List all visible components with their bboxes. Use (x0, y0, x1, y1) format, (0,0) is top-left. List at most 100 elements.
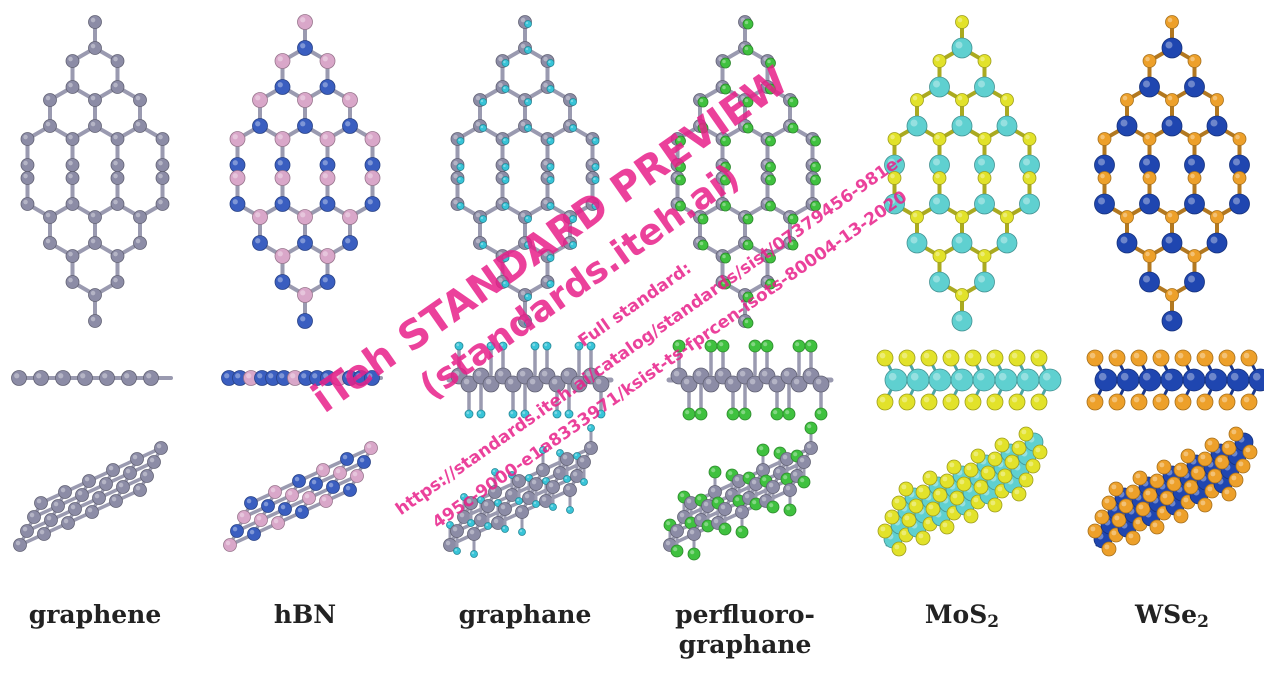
atom-S (922, 470, 938, 486)
atom-C (123, 466, 137, 480)
atom-F (738, 407, 752, 421)
atom-C-highlight (466, 498, 472, 504)
atom-N-highlight (367, 373, 373, 379)
atom-Se-highlight (1167, 95, 1173, 101)
atom-C-highlight (483, 501, 489, 507)
atom-C-highlight (529, 378, 536, 385)
atom-C (504, 375, 522, 393)
atom-C-highlight (101, 479, 107, 485)
atom-Se (1174, 349, 1192, 367)
atom-H-highlight (525, 294, 529, 298)
atom-F-highlight (677, 176, 681, 181)
atom-Mo-highlight (933, 197, 940, 205)
atom-Se (1142, 171, 1157, 185)
atom-C-highlight (90, 43, 96, 49)
atom-C-highlight (113, 82, 118, 88)
atom-S (887, 171, 902, 185)
atom-W-highlight (1165, 314, 1173, 322)
atom-C-highlight (710, 487, 716, 493)
atom-C-highlight (673, 370, 680, 377)
atom-C-highlight (572, 471, 578, 477)
atom-F (697, 122, 709, 134)
atom-C-highlight (543, 173, 548, 179)
atom-C-highlight (90, 212, 96, 218)
atom-W-highlight (1188, 275, 1195, 283)
atom-C-highlight (588, 199, 593, 205)
atom-H (524, 293, 532, 301)
atom-C-highlight (565, 95, 571, 101)
atom-Se-highlight (1217, 457, 1223, 463)
atom-Se (1204, 437, 1220, 453)
atom-C (65, 80, 80, 94)
atom-Se-highlight (1169, 479, 1175, 485)
atom-C-highlight (45, 212, 51, 218)
atom-C (783, 483, 797, 497)
atom-W-highlight (1120, 236, 1128, 244)
atom-F-highlight (744, 241, 749, 246)
atom-S (987, 451, 1003, 467)
atom-C (790, 375, 808, 393)
atom-C (65, 171, 80, 185)
atom-C-highlight (476, 515, 482, 521)
atom-F (783, 503, 797, 517)
atom-Mo-highlight (1042, 372, 1051, 381)
atom-S-highlight (980, 251, 985, 257)
atom-W (1139, 271, 1160, 293)
atom-B (297, 287, 313, 303)
atom-Se (1118, 498, 1134, 514)
atom-S-highlight (980, 56, 985, 62)
atom-C (43, 210, 57, 224)
atom-H-highlight (593, 177, 596, 181)
atom-C (88, 288, 102, 302)
atom-H-highlight (566, 411, 570, 415)
label-perfluorographane: perfluoro-graphane (675, 600, 815, 659)
atom-F-highlight (789, 124, 794, 129)
atom-C (88, 210, 102, 224)
atom-B (319, 131, 336, 147)
atom-Se-highlight (1104, 498, 1110, 504)
atom-S-highlight (925, 519, 931, 525)
atom-S-highlight (911, 501, 917, 507)
atom-Mo-highlight (998, 372, 1007, 381)
atom-F (810, 161, 821, 173)
atom-F (720, 174, 731, 186)
atom-C (68, 502, 82, 516)
atom-C (560, 452, 574, 466)
atom-W-highlight (1230, 372, 1239, 381)
label-wse2: WSe2 (1135, 600, 1209, 632)
atom-F-highlight (744, 98, 749, 103)
atom-C-highlight (543, 56, 548, 62)
atom-Se-highlight (1243, 396, 1250, 403)
atom-C-highlight (588, 173, 593, 179)
atom-C-highlight (683, 378, 690, 385)
atom-C-highlight (793, 378, 800, 385)
atom-C-highlight (541, 496, 547, 502)
atom-B (364, 131, 381, 147)
atom-Se-highlight (1210, 471, 1216, 477)
atom-H (501, 525, 509, 533)
atom-C (133, 93, 147, 107)
atom-B (342, 209, 358, 225)
atom-F-highlight (697, 496, 702, 501)
atom-C-highlight (573, 378, 580, 385)
atom-F (720, 278, 731, 290)
atom-Se (1196, 393, 1214, 411)
atom-S-highlight (959, 479, 965, 485)
atom-Se-highlight (1199, 352, 1206, 359)
label-mos2: MoS2 (924, 600, 1000, 632)
atom-S-highlight (901, 530, 907, 536)
atom-Se-highlight (1145, 134, 1150, 140)
atom-S-highlight (912, 95, 918, 101)
atom-F (810, 174, 821, 186)
atom-Mo (974, 193, 995, 215)
atom-Mo (1016, 368, 1040, 392)
atom-C (154, 441, 168, 455)
top-view-graphene (20, 15, 170, 328)
atom-C (548, 375, 566, 393)
atom-N-highlight (257, 373, 263, 379)
atom-C (812, 375, 830, 393)
atom-N-highlight (300, 238, 306, 244)
atom-B-highlight (273, 518, 279, 524)
atom-B (316, 463, 330, 477)
atom-F (675, 135, 686, 147)
